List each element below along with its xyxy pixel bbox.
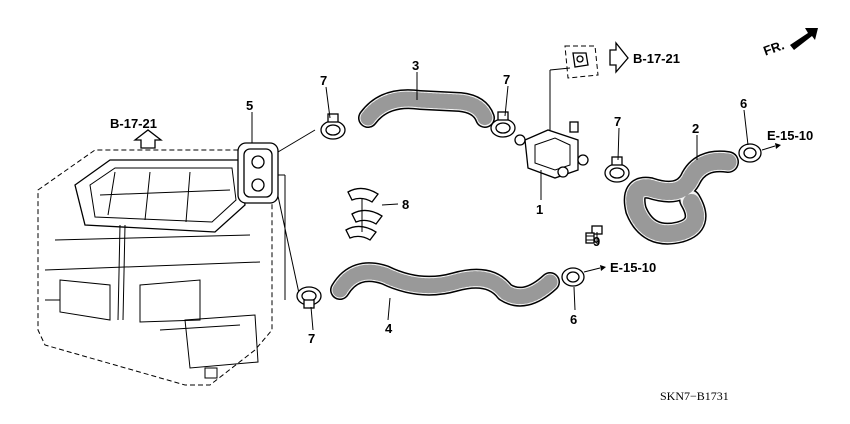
diagram-code: SKN7−B1731: [660, 389, 729, 403]
callout-9: 9: [593, 234, 600, 249]
grommet-part-5: [237, 142, 279, 204]
callout-7-c: 7: [614, 114, 621, 129]
arrow-small-icon-2: [583, 265, 606, 273]
front-arrow-icon: [790, 28, 818, 50]
callout-7-b: 7: [503, 72, 510, 87]
callout-3: 3: [412, 58, 419, 73]
arrow-right-icon: [609, 41, 629, 74]
hose-part-4: [330, 262, 560, 307]
callout-6-a: 6: [740, 96, 747, 111]
arrow-up-icon: [133, 129, 163, 149]
valve-part-1: [514, 67, 589, 179]
hose-part-2: [623, 150, 739, 245]
clip-part-8: [345, 187, 383, 241]
callout-7-d: 7: [308, 331, 315, 346]
callout-1: 1: [536, 202, 543, 217]
clamp-part-7-d: [296, 286, 322, 309]
front-label: FR.: [761, 37, 786, 58]
clamp-part-7-b: [490, 111, 516, 138]
reference-b17-left: B-17-21: [110, 116, 157, 131]
hose-part-3: [358, 89, 495, 128]
arrow-small-icon: [761, 143, 781, 151]
clamp-part-6-b: [561, 267, 585, 287]
callout-5: 5: [246, 98, 253, 113]
clamp-part-6-a: [738, 143, 762, 163]
reference-e15-lower: E-15-10: [610, 260, 656, 275]
heater-unit: [37, 149, 273, 386]
callout-8: 8: [402, 197, 409, 212]
callout-2: 2: [692, 121, 699, 136]
reference-b17-top: B-17-21: [633, 51, 680, 66]
callout-6-b: 6: [570, 312, 577, 327]
clamp-part-7-c: [604, 156, 630, 183]
clamp-part-7-a: [320, 113, 346, 140]
callout-7-a: 7: [320, 73, 327, 88]
nut-part: [564, 45, 599, 79]
callout-4: 4: [385, 321, 393, 336]
reference-e15-upper: E-15-10: [767, 128, 813, 143]
